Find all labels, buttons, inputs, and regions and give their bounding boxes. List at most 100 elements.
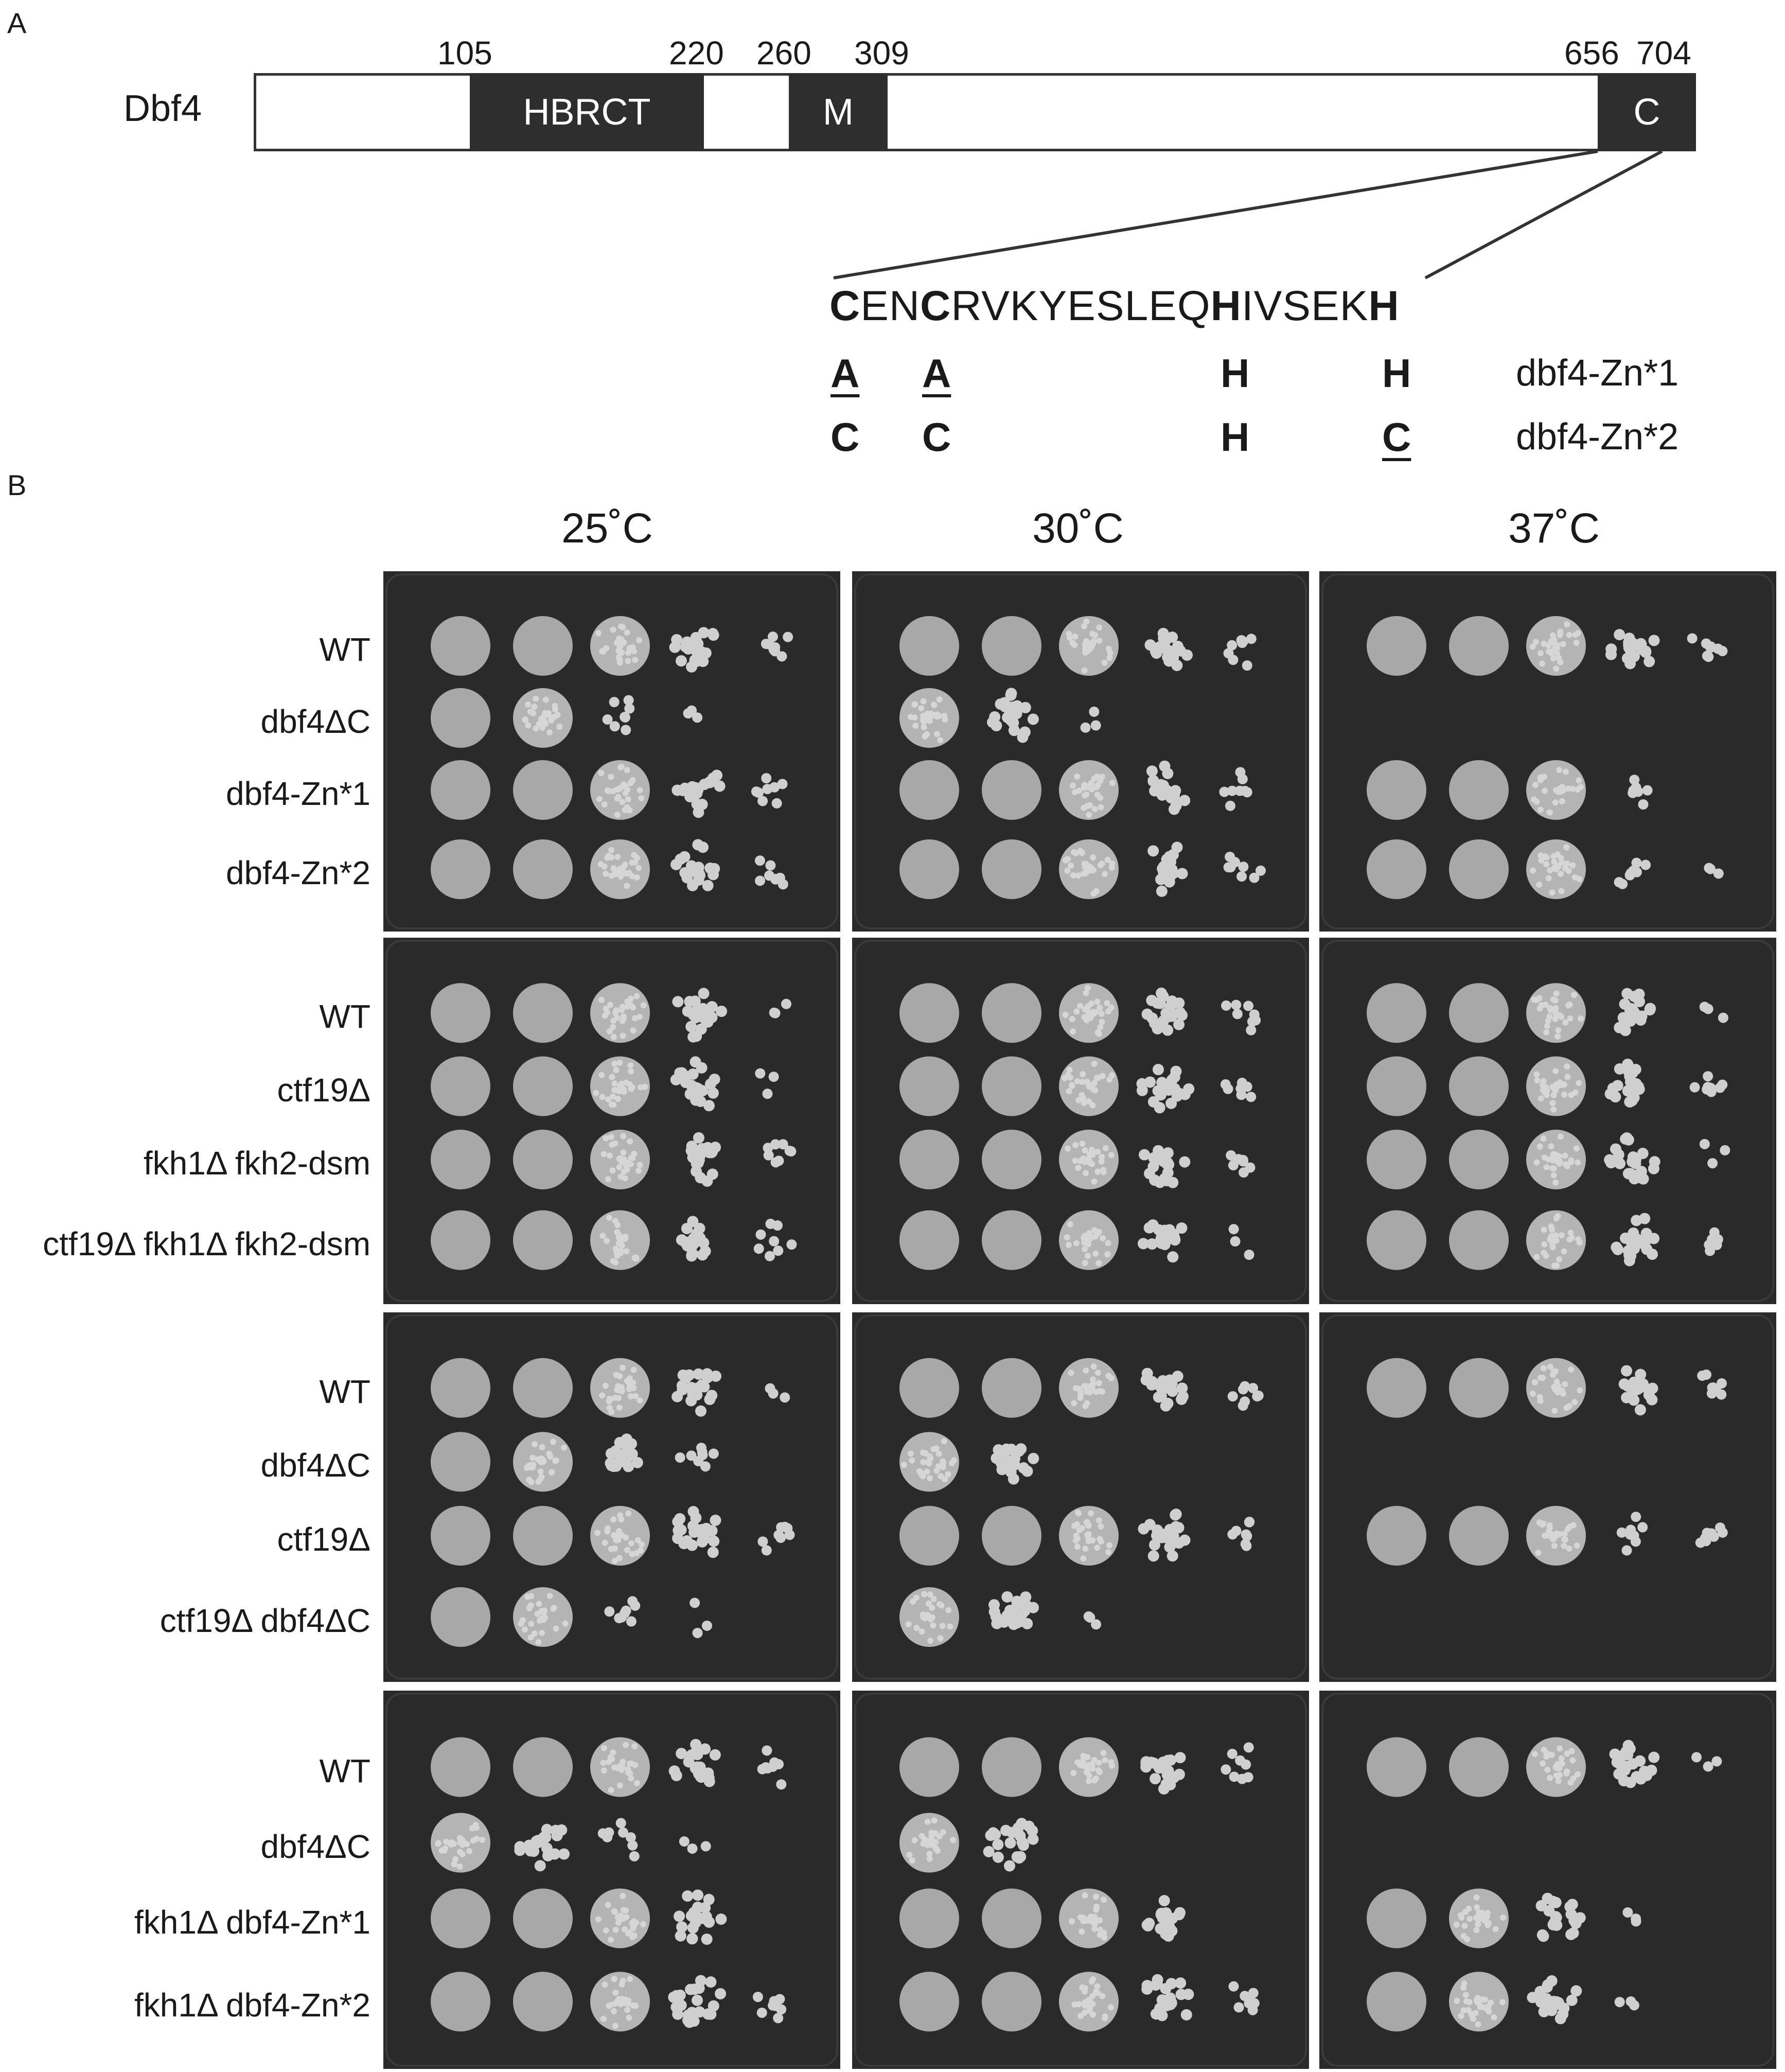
colony-dot — [1228, 1981, 1239, 1992]
colony-dot — [672, 996, 684, 1008]
spot-colony — [1367, 1506, 1426, 1566]
colony-dot — [1158, 633, 1170, 644]
colony-dot — [1236, 871, 1247, 882]
colony-dot — [687, 1520, 699, 1532]
colony-dot — [755, 875, 766, 886]
colony-dot — [528, 1846, 540, 1857]
colony-dot — [715, 1988, 727, 1999]
colony-dot — [1233, 2002, 1244, 2013]
colony-dot — [699, 1902, 711, 1913]
colony-dot — [700, 1841, 711, 1852]
colony-dot — [1248, 1988, 1259, 1998]
colony-dot — [768, 1072, 779, 1082]
colony-dot — [716, 1006, 728, 1017]
colony-dot — [1246, 1025, 1257, 1035]
spot-colony — [513, 1358, 573, 1418]
colony-dot — [1614, 629, 1625, 641]
colony-dot — [1238, 862, 1249, 872]
colony-dot — [1173, 1019, 1185, 1030]
colony-dot — [1566, 1899, 1578, 1910]
spot-colony — [1449, 1210, 1509, 1270]
colony-dot — [1625, 868, 1636, 879]
colony-dot — [1145, 1757, 1157, 1768]
colony-dot — [1004, 1837, 1016, 1849]
colony-dot — [609, 697, 620, 708]
agar-plate — [1319, 1691, 1776, 2069]
spot-colony — [1367, 1056, 1426, 1116]
colony-dot — [1150, 1773, 1161, 1785]
colony-dot — [1637, 1148, 1649, 1160]
colony-dot — [1643, 656, 1655, 668]
colony-dot — [1144, 1168, 1156, 1180]
spot-colony — [982, 1972, 1041, 2032]
colony-dot — [1624, 1004, 1636, 1016]
colony-dot — [534, 1860, 546, 1872]
colony-dot — [784, 1530, 795, 1540]
colony-dot — [1624, 1777, 1636, 1788]
colony-dot — [687, 1843, 698, 1854]
colony-dot — [1621, 1545, 1632, 1556]
spot-colony — [513, 1130, 573, 1189]
colony-dot — [1631, 1512, 1641, 1522]
colony-dot — [773, 1245, 784, 1256]
colony-dot — [1542, 1979, 1554, 1991]
colony-dot — [619, 1608, 630, 1619]
colony-dot — [761, 1545, 772, 1556]
colony-dot — [1164, 1992, 1176, 2004]
colony-dot — [514, 1845, 526, 1856]
colony-dot — [695, 1771, 707, 1783]
colony-dot — [1630, 1536, 1641, 1547]
colony-dot — [708, 869, 719, 881]
mut1-label: dbf4-Zn*1 — [1516, 353, 1679, 394]
colony-dot — [773, 2013, 784, 2024]
colony-dot — [1701, 638, 1711, 649]
colony-dot — [1001, 1591, 1013, 1603]
colony-dot — [1011, 1851, 1023, 1863]
colony-dot — [1527, 1992, 1539, 2004]
colony-dot — [1158, 1895, 1170, 1907]
colony-dot — [1646, 1764, 1657, 1776]
colony-dot — [1241, 1759, 1251, 1770]
colony-dot — [1249, 872, 1260, 883]
colony-dot — [769, 1236, 780, 1246]
strain-label: dbf4-Zn*2 — [225, 854, 370, 891]
colony-dot — [676, 1921, 688, 1933]
colony-dot — [1241, 1529, 1251, 1540]
colony-dot — [753, 1243, 764, 1254]
colony-dot — [1219, 786, 1230, 797]
colony-dot — [675, 655, 687, 667]
colony-dot — [1027, 1825, 1038, 1837]
spot-colony — [513, 1737, 573, 1797]
domain-c: C — [1598, 73, 1696, 151]
colony-dot — [710, 1515, 721, 1526]
colony-dot — [696, 1062, 708, 1074]
colony-dot — [1704, 863, 1715, 873]
position-309: 309 — [854, 34, 909, 72]
strain-label: ctf19Δ fkh1Δ fkh2-dsm — [43, 1225, 370, 1262]
colony-dot — [541, 1823, 553, 1835]
colony-dot — [770, 1157, 781, 1168]
colony-dot — [1228, 1224, 1239, 1235]
colony-dot — [1621, 1365, 1633, 1377]
colony-dot — [672, 1533, 684, 1544]
spot-colony — [431, 616, 490, 676]
strain-label: dbf4ΔC — [260, 1828, 370, 1865]
colony-dot — [776, 1779, 787, 1790]
colony-dot — [1648, 635, 1660, 646]
colony-dot — [1173, 997, 1185, 1009]
colony-dot — [691, 798, 703, 810]
colony-dot — [1622, 1085, 1634, 1097]
spot-colony — [982, 1130, 1041, 1189]
colony-dot — [1146, 1012, 1158, 1024]
colony-dot — [1170, 1509, 1181, 1521]
colony-dot — [620, 712, 630, 723]
spot-colony — [982, 1888, 1041, 1948]
colony-dot — [995, 698, 1006, 710]
colony-dot — [631, 1456, 643, 1468]
sequence-segment: H — [1368, 283, 1400, 329]
spot-colony — [431, 1737, 490, 1797]
colony-dot — [1614, 1758, 1625, 1769]
colony-dot — [786, 1146, 797, 1157]
strain-label: WT — [319, 631, 371, 668]
colony-dot — [783, 631, 793, 642]
